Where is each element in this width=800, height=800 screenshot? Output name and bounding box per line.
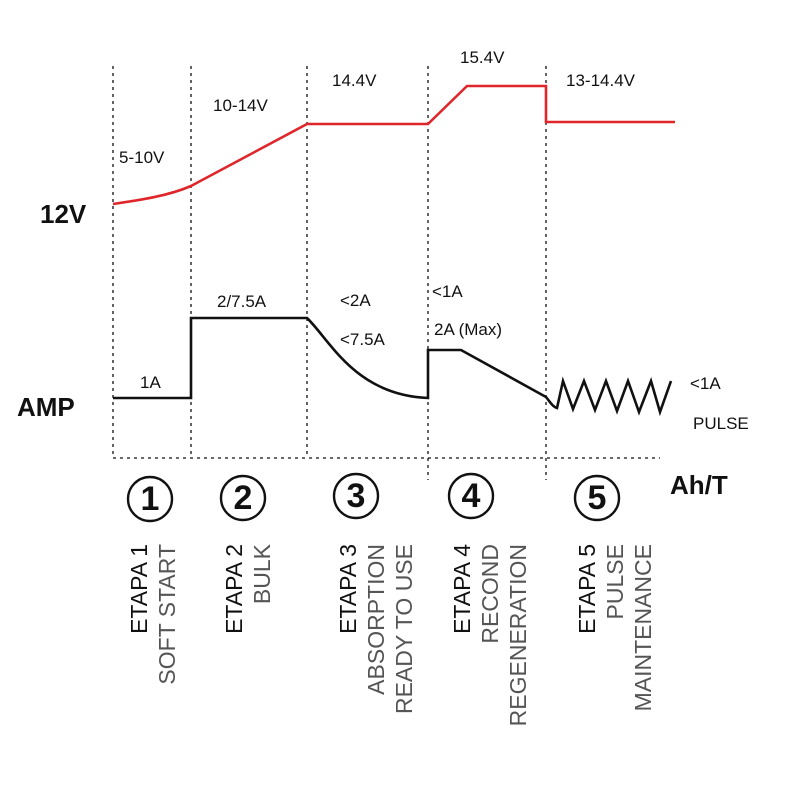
voltage-label-stage-3: 14.4V <box>332 71 377 90</box>
stage-3-circle <box>332 472 380 520</box>
voltage-label-stage-1: 5-10V <box>119 148 165 167</box>
current-label-stage-2: 2/7.5A <box>217 292 267 311</box>
stage-5-marker: 5 <box>573 474 621 522</box>
stage-3-number: 3 <box>347 477 366 515</box>
stage-1-number: 1 <box>141 480 160 518</box>
stage-5-circle <box>573 474 621 522</box>
stage-1-caption: ETAPA 1 SOFT START <box>126 544 180 685</box>
stage-4-title: ETAPA 4 <box>449 544 475 634</box>
stage-2-title: ETAPA 2 <box>221 544 247 634</box>
stage-4-desc-line-1: RECOND <box>477 544 503 644</box>
voltage-label-stage-4: 15.4V <box>460 48 505 67</box>
voltage-axis-label: 12V <box>40 199 87 229</box>
current-label-stage-4-lower: 2A (Max) <box>434 320 502 339</box>
current-curve <box>113 316 673 417</box>
stage-4-number: 4 <box>462 477 481 515</box>
current-label-stage-4-upper: <1A <box>432 282 463 301</box>
stage-1-title: ETAPA 1 <box>126 544 152 634</box>
stage-2-number: 2 <box>234 479 253 517</box>
stage-4-caption: ETAPA 4 RECOND REGENERATION <box>449 544 531 727</box>
voltage-curve <box>112 84 675 206</box>
stage-3-desc-line-1: ABSORPTION <box>363 544 389 695</box>
stage-2-desc-line-1: BULK <box>249 543 275 604</box>
current-label-stage-1: 1A <box>140 373 161 392</box>
stage-5-title: ETAPA 5 <box>574 544 600 634</box>
stage-3-marker: 3 <box>332 472 380 520</box>
current-axis-label: AMP <box>17 392 75 422</box>
stage-4-circle <box>447 472 495 520</box>
stage-1-desc-line-1: SOFT START <box>154 544 180 685</box>
current-label-stage-3-lower: <7.5A <box>340 330 386 349</box>
stage-2-circle <box>219 474 267 522</box>
current-label-stage-5-lower: PULSE <box>693 414 749 433</box>
voltage-label-stage-2: 10-14V <box>213 96 268 115</box>
stage-5-caption: ETAPA 5 PULSE MAINTENANCE <box>574 544 656 711</box>
stage-4-desc-line-2: REGENERATION <box>505 544 531 726</box>
stage-4-marker: 4 <box>447 472 495 520</box>
stage-5-desc-line-2: MAINTENANCE <box>630 544 656 711</box>
stage-1-marker: 1 <box>126 475 174 523</box>
stage-5-desc-line-1: PULSE <box>602 544 628 619</box>
stage-dividers <box>112 66 547 480</box>
x-axis-label: Ah/T <box>670 470 728 500</box>
stage-3-desc-line-2: READY TO USE <box>391 544 417 714</box>
current-label-stage-3-upper: <2A <box>340 291 371 310</box>
current-label-stage-5-upper: <1A <box>690 374 721 393</box>
stage-2-marker: 2 <box>219 474 267 522</box>
stage-3-caption: ETAPA 3 ABSORPTION READY TO USE <box>335 544 417 714</box>
stage-2-caption: ETAPA 2 BULK <box>221 543 275 634</box>
voltage-label-stage-5: 13-14.4V <box>566 71 636 90</box>
stage-1-circle <box>126 475 174 523</box>
stage-3-title: ETAPA 3 <box>335 544 361 634</box>
stage-5-number: 5 <box>588 479 607 517</box>
